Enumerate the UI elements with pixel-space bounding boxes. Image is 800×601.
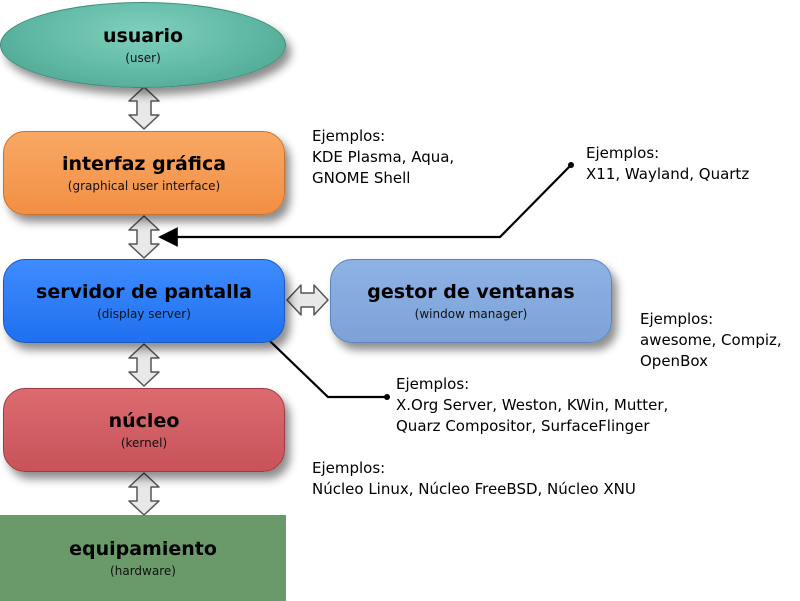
gui-examples: Ejemplos: KDE Plasma, Aqua, GNOME Shell [312, 126, 454, 189]
user-layer: usuario (user) [0, 2, 286, 88]
kernel-examples-heading: Ejemplos: [312, 459, 386, 477]
hardware-layer-subtitle: (hardware) [110, 564, 176, 578]
display-server-examples: Ejemplos: X.Org Server, Weston, KWin, Mu… [396, 374, 668, 437]
gui-layer-subtitle: (graphical user interface) [67, 179, 221, 193]
window-manager-title: gestor de ventanas [367, 281, 575, 303]
window-manager-layer: gestor de ventanas (window manager) [330, 259, 612, 343]
kernel-examples: Ejemplos: Núcleo Linux, Núcleo FreeBSD, … [312, 458, 636, 500]
double-arrow-user-gui [128, 86, 160, 130]
gui-examples-line: KDE Plasma, Aqua, [312, 148, 455, 166]
window-manager-subtitle: (window manager) [414, 307, 528, 321]
display-server-layer: servidor de pantalla (display server) [3, 259, 285, 343]
display-server-examples-line: X.Org Server, Weston, KWin, Mutter, [396, 396, 669, 414]
wm-examples-line: OpenBox [640, 352, 708, 370]
gui-examples-heading: Ejemplos: [312, 127, 386, 145]
kernel-layer: núcleo (kernel) [3, 388, 285, 472]
display-server-subtitle: (display server) [97, 307, 191, 321]
double-arrow-kernel-hardware [128, 472, 160, 516]
wm-examples-line: awesome, Compiz, [640, 331, 782, 349]
gui-layer-title: interfaz gráfica [61, 153, 227, 175]
double-arrow-gui-display [128, 215, 160, 259]
display-server-examples-line: Quarz Compositor, SurfaceFlinger [396, 417, 650, 435]
wm-examples: Ejemplos: awesome, Compiz, OpenBox [640, 309, 782, 372]
double-arrow-display-wm [286, 284, 329, 316]
hardware-layer: equipamiento (hardware) [0, 515, 286, 601]
user-layer-title: usuario [102, 25, 184, 47]
double-arrow-display-kernel [128, 343, 160, 387]
protocol-examples: Ejemplos: X11, Wayland, Quartz [586, 143, 749, 185]
kernel-layer-subtitle: (kernel) [120, 436, 168, 450]
protocol-examples-heading: Ejemplos: [586, 144, 660, 162]
user-layer-subtitle: (user) [125, 51, 161, 65]
gui-examples-line: GNOME Shell [312, 169, 411, 187]
wm-examples-heading: Ejemplos: [640, 310, 714, 328]
display-server-examples-heading: Ejemplos: [396, 375, 470, 393]
protocol-examples-line: X11, Wayland, Quartz [586, 165, 750, 183]
kernel-examples-line: Núcleo Linux, Núcleo FreeBSD, Núcleo XNU [312, 480, 636, 498]
kernel-layer-title: núcleo [108, 410, 180, 432]
display-server-title: servidor de pantalla [36, 281, 252, 303]
gui-layer: interfaz gráfica (graphical user interfa… [3, 131, 285, 215]
pointer-display [246, 318, 390, 400]
pointer-protocol [158, 162, 574, 247]
hardware-layer-title: equipamiento [69, 538, 217, 560]
